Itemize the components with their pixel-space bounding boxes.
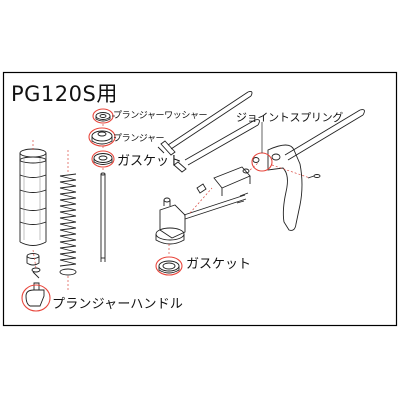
label-plunger-washer: プランジャーワッシャー bbox=[113, 111, 208, 121]
label-gasket-top: ガスケット bbox=[117, 154, 183, 169]
plunger-handle-part bbox=[25, 267, 45, 307]
barrel-part bbox=[19, 148, 47, 266]
diagram-title: PG120S用 bbox=[11, 82, 118, 106]
leader-dash-barrel bbox=[32, 140, 37, 269]
label-gasket-bottom: ガスケット bbox=[186, 257, 252, 272]
highlight-ring-plunger bbox=[88, 127, 116, 147]
leader-dash-head bbox=[168, 162, 259, 256]
plunger-rod-part bbox=[100, 172, 106, 262]
highlight-ring-gasket-top bbox=[91, 150, 115, 168]
spring-part bbox=[59, 173, 77, 276]
extension-tube-1 bbox=[157, 91, 253, 156]
highlight-ring-handle bbox=[21, 284, 51, 312]
leader-dash-lever bbox=[271, 164, 311, 179]
gasket-bottom-part bbox=[158, 260, 180, 274]
extension-tube-3 bbox=[284, 109, 365, 161]
lever-part bbox=[252, 144, 303, 231]
diagram-frame bbox=[2, 71, 398, 327]
label-plunger: プランジャー bbox=[113, 134, 165, 144]
label-joint-spring: ジョイントスプリング bbox=[236, 111, 343, 124]
label-plunger-handle: プランジャーハンドル bbox=[52, 297, 184, 312]
leader-plunger bbox=[113, 136, 117, 139]
highlight-ring-gasket-bottom bbox=[155, 256, 183, 276]
plunger-part bbox=[91, 130, 113, 145]
head-assembly bbox=[155, 166, 321, 245]
plunger-washer-part bbox=[95, 112, 111, 122]
extension-tube-2 bbox=[173, 119, 260, 173]
gasket-top-part bbox=[93, 153, 113, 165]
